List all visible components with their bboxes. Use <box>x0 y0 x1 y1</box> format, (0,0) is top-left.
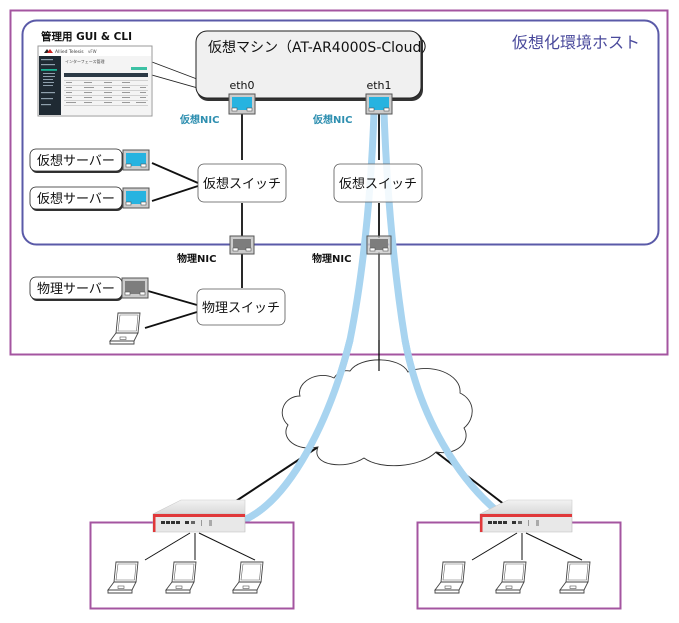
gui-brand: Allied Telesis <box>55 49 84 55</box>
nic-eth1 <box>365 93 393 115</box>
lan-link <box>144 532 191 561</box>
host-label: 仮想化環境ホスト <box>512 33 640 52</box>
virtual-switch-2: 仮想スイッチ <box>333 163 423 203</box>
vm-label: 仮想マシン（AT-AR4000S-Cloud） <box>208 40 435 56</box>
virtual-switch-label: 仮想スイッチ <box>339 176 417 192</box>
virtualization-host-frame <box>21 19 660 246</box>
gui-page-title: インターフェース管理 <box>65 58 105 64</box>
gui-app: vFW <box>88 49 97 54</box>
mgmt-label: 管理用 GUI & CLI <box>41 30 132 43</box>
mgmt-gui-thumbnail: 管理用 GUI & CLI Allied Telesis vFW インターフェー… <box>37 30 153 117</box>
laptop-icon <box>495 561 527 594</box>
virtual-server-label: 仮想サーバー <box>37 153 115 169</box>
router-left <box>152 499 246 533</box>
laptop-icon <box>109 312 141 345</box>
physical-server: 物理サーバー <box>29 276 149 301</box>
lan-link <box>525 532 583 561</box>
virtual-switch-label: 仮想スイッチ <box>203 176 281 192</box>
virtual-nic-label-eth0: 仮想NIC <box>179 113 219 126</box>
laptop-icon <box>232 561 264 594</box>
vpn-tunnels-overlay <box>240 336 502 524</box>
virtual-server-1: 仮想サーバー <box>29 148 150 173</box>
virtual-nic-label-eth1: 仮想NIC <box>312 113 352 126</box>
laptop-icon <box>559 561 591 594</box>
physical-server-label: 物理サーバー <box>37 282 115 297</box>
physical-switch-label: 物理スイッチ <box>202 301 280 316</box>
physical-nic-2 <box>366 235 392 255</box>
nic-eth0 <box>228 93 256 115</box>
virtual-machine: 仮想マシン（AT-AR4000S-Cloud） eth0 eth1 <box>195 30 435 101</box>
router-right <box>479 499 573 533</box>
physical-nic-label-1: 物理NIC <box>177 252 216 265</box>
physical-nic-1 <box>229 235 255 255</box>
lan-link <box>198 532 256 561</box>
laptop-icon <box>165 561 197 594</box>
eth1-label: eth1 <box>366 79 391 92</box>
virtual-switch-1: 仮想スイッチ <box>197 163 287 203</box>
lan-link <box>471 532 518 561</box>
laptop-icon <box>107 561 139 594</box>
virtual-server-2: 仮想サーバー <box>29 186 150 211</box>
physical-host-frame <box>9 9 669 356</box>
virtual-server-label: 仮想サーバー <box>37 191 115 207</box>
physical-switch: 物理スイッチ <box>196 288 286 326</box>
eth0-label: eth0 <box>229 79 254 92</box>
physical-nic-label-2: 物理NIC <box>312 252 351 265</box>
laptop-icon <box>434 561 466 594</box>
internet-cloud-icon <box>281 359 473 467</box>
